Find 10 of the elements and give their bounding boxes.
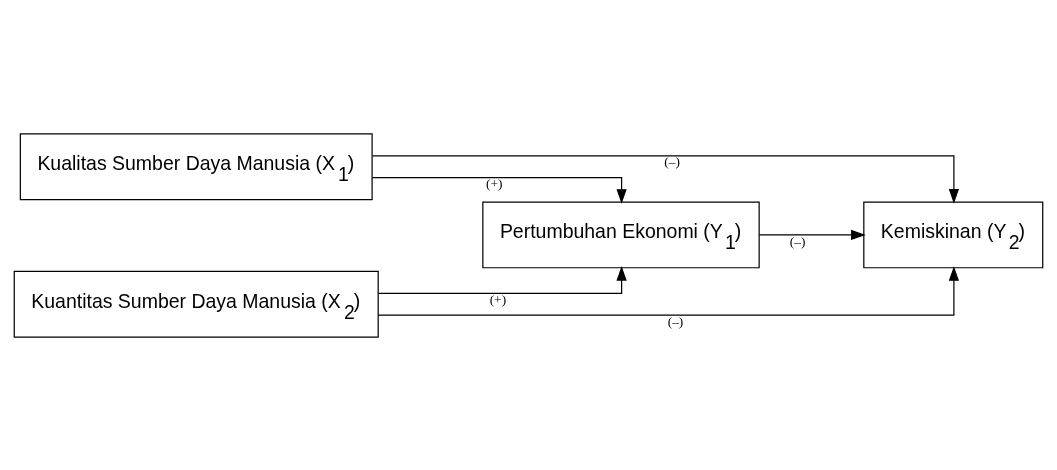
edge-label: (–) (789, 233, 806, 249)
arrow (377, 265, 627, 294)
arrow (371, 176, 627, 204)
edge-label: (–) (667, 313, 684, 329)
arrow (377, 265, 959, 316)
edge-label: (+) (485, 175, 503, 191)
arrow (371, 154, 959, 204)
edge-label: (+) (489, 291, 507, 307)
edge-label: (–) (664, 153, 680, 169)
arrow (758, 229, 866, 240)
